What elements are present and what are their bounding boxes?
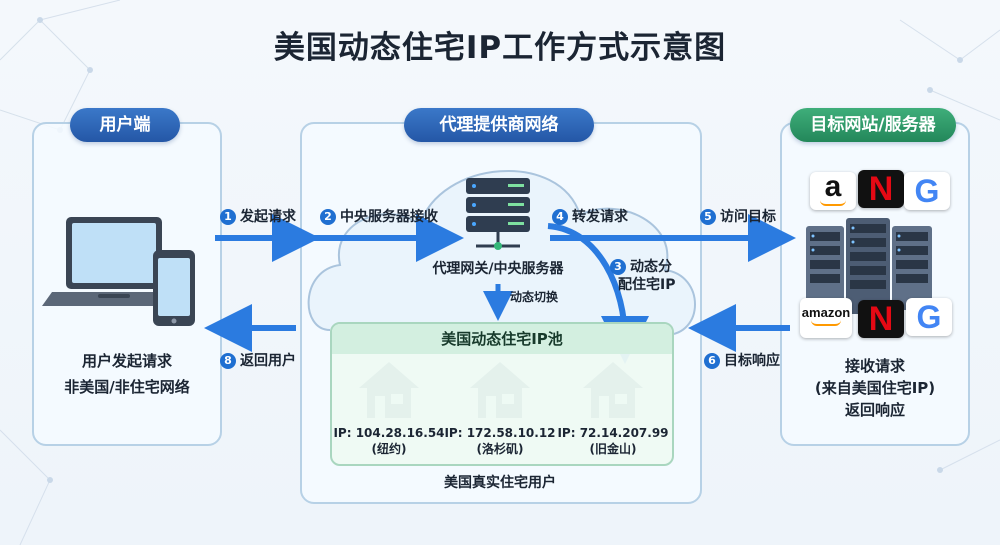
page-title: 美国动态住宅IP工作方式示意图 — [273, 30, 727, 66]
ip-pool-title: 美国动态住宅IP池 — [332, 324, 672, 354]
cloud-shape — [307, 169, 696, 336]
ip-pool-box: 美国动态住宅IP池 — [330, 322, 674, 466]
smartphone-icon — [153, 250, 195, 326]
amazon-logo-icon: a — [810, 172, 856, 210]
netflix-logo-icon-2: N — [858, 300, 904, 338]
google-logo-icon-2: G — [906, 298, 952, 336]
pool-footer-label: 美国真实住宅用户 — [444, 475, 556, 491]
server-rack-icon — [806, 218, 932, 314]
dynamic-switch-label: 动态切换 — [510, 290, 559, 304]
google-logo-icon: G — [904, 172, 950, 210]
laptop-icon — [42, 217, 186, 306]
netflix-logo-icon: N — [858, 170, 904, 208]
house-3-ip: IP: 72.14.207.99(旧金山) — [557, 426, 669, 456]
amazon-wordmark-logo-icon: amazon — [800, 298, 852, 338]
gateway-server-icon — [466, 178, 530, 250]
house-1-ip: IP: 104.28.16.54(纽约) — [333, 426, 445, 456]
gateway-label: 代理网关/中央服务器 — [432, 261, 564, 277]
user-description: 用户发起请求 非美国/非住宅网络 — [64, 352, 190, 396]
user-section-pill: 用户端 — [70, 108, 180, 142]
house-2-ip: IP: 172.58.10.12(洛杉矶) — [444, 426, 556, 456]
proxy-section-pill: 代理提供商网络 — [404, 108, 594, 142]
target-description: 接收请求 (来自美国住宅IP) 返回响应 — [814, 357, 936, 419]
target-section-pill: 目标网站/服务器 — [790, 108, 956, 142]
